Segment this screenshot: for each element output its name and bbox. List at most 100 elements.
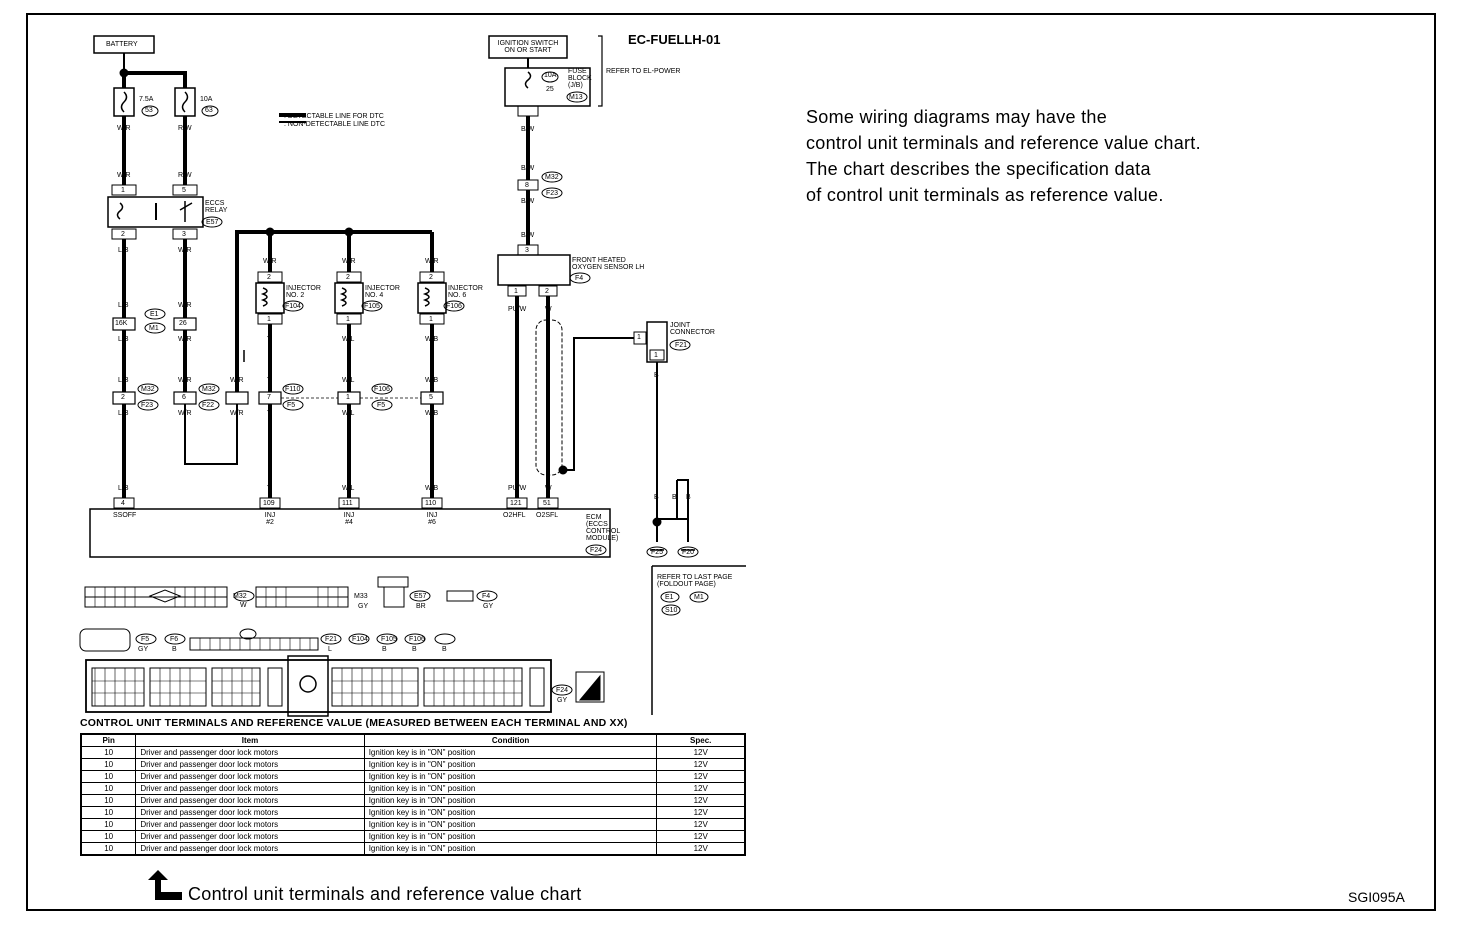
face-f104: F104 (352, 636, 368, 643)
face-gy-3: GY (138, 646, 149, 653)
conn-f5-b: F5 (377, 402, 386, 409)
cell-spec: 12V (656, 818, 746, 831)
wire-b-gnd3: B (686, 494, 691, 501)
relay-t2: 2 (121, 231, 125, 238)
o2-term-3: 3 (525, 247, 529, 254)
wire-bw-2: B/W (521, 165, 535, 172)
legend-non-detectable: : NON-DETECTABLE LINE DTC (284, 121, 385, 128)
wire-inj4: W/R (342, 258, 356, 265)
wire-wr-2: W/R (117, 172, 131, 179)
wire-y-3: Y (267, 410, 272, 417)
face-b-4: B (442, 646, 447, 653)
face-m1: M1 (694, 594, 704, 601)
o2-term-1: 1 (514, 288, 518, 295)
cell-item: Driver and passenger door lock motors (135, 782, 365, 795)
fuse-10a-label: 10A (200, 96, 213, 103)
cell-pin: 10 (80, 818, 137, 831)
face-gy-2: GY (483, 603, 494, 610)
legend-detectable: : DETECTABLE LINE FOR DTC (284, 113, 384, 120)
conn-53: 53 (145, 107, 153, 114)
header-pin: Pin (80, 733, 137, 747)
wire-lb-6: L/B (118, 485, 129, 492)
face-f24: F24 (556, 687, 569, 694)
conn-f21: F21 (675, 342, 688, 349)
conn-f23: F23 (141, 402, 154, 409)
wire-wr-1: W/R (117, 125, 131, 132)
face-e57: E57 (414, 593, 427, 600)
cell-pin: 10 (80, 830, 137, 843)
conn-f20: F20 (682, 549, 695, 556)
fuse-10a-b: 10A (544, 72, 557, 79)
wire-inj2: W/R (263, 258, 277, 265)
ecm-term-51: 51 (543, 500, 551, 507)
face-gy-4: GY (557, 697, 568, 704)
wire-puw-1: PU/W (508, 306, 527, 313)
conn-63: 63 (205, 107, 213, 114)
ecm-box (89, 508, 611, 558)
wire-lb-3: L/B (118, 336, 129, 343)
cell-spec: 12V (656, 770, 746, 783)
conn-f105: F105 (364, 303, 380, 310)
cell-condition: Ignition key is in "ON" position (363, 758, 658, 771)
cell-spec: 12V (656, 830, 746, 843)
face-f5: F5 (141, 636, 150, 643)
m32-term-8: 8 (525, 182, 529, 189)
wire-wr-3: W/R (178, 247, 192, 254)
relay-t3: 3 (182, 231, 186, 238)
relay-t5: 5 (182, 187, 186, 194)
conn-m32-c: M32 (545, 174, 559, 181)
wire-b-gnd2: B (672, 494, 677, 501)
inj2-t1: 1 (267, 316, 271, 323)
cell-pin: 10 (80, 806, 137, 819)
conn-e57: E57 (206, 219, 219, 226)
e1-term-16k: 16K (115, 320, 128, 327)
wire-y-1: Y (267, 336, 272, 343)
cell-pin: 10 (80, 782, 137, 795)
face-b-3: B (412, 646, 417, 653)
cell-pin: 10 (80, 746, 137, 759)
face-f105: F105 (381, 636, 397, 643)
wire-b-gnd1: B (654, 494, 659, 501)
chart-title: CONTROL UNIT TERMINALS AND REFERENCE VAL… (80, 717, 628, 729)
description-text: Some wiring diagrams may have the contro… (806, 104, 1201, 208)
wire-wr-6: W/R (178, 377, 192, 384)
refer-last-page: REFER TO LAST PAGE(FOLDOUT PAGE) (657, 574, 733, 588)
face-b-1: B (172, 646, 177, 653)
face-f21: F21 (325, 636, 338, 643)
cell-condition: Ignition key is in "ON" position (363, 842, 658, 856)
cell-pin: 10 (80, 794, 137, 807)
arrow-up-left-icon (148, 870, 182, 900)
description-line-3: The chart describes the specification da… (806, 159, 1151, 179)
wire-lb-2: L/B (118, 302, 129, 309)
ecm-term-110: 110 (425, 500, 437, 507)
conn-f23-b: F23 (546, 190, 559, 197)
wire-y-4: Y (267, 485, 272, 492)
refer-el-power: REFER TO EL-POWER (606, 68, 681, 75)
ecm-pin-o2hfl: O2HFL (503, 512, 526, 519)
wire-wb-1: W/B (425, 336, 439, 343)
cell-condition: Ignition key is in "ON" position (363, 746, 658, 759)
diagram-frame (26, 13, 1436, 911)
cell-item: Driver and passenger door lock motors (135, 830, 365, 843)
wire-y-2: Y (267, 377, 272, 384)
conn-f106-b: F106 (374, 386, 390, 393)
inj4-t2: 2 (346, 274, 350, 281)
description-line-4: of control unit terminals as reference v… (806, 185, 1164, 205)
cell-spec: 12V (656, 746, 746, 759)
conn-m13: M13 (569, 94, 583, 101)
wire-inj6: W/R (425, 258, 439, 265)
